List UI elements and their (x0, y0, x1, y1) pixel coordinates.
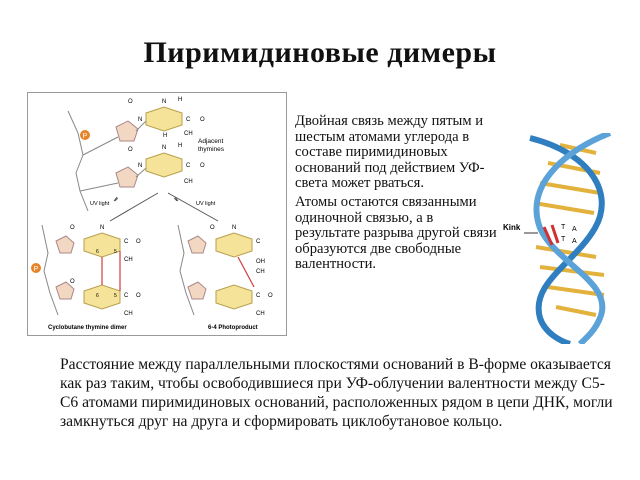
ring-number: 6 (96, 249, 99, 255)
phosphate-icon (31, 263, 41, 273)
atom-label: CH (124, 257, 133, 263)
atom-label: O (210, 225, 215, 231)
atom-label: C (256, 293, 261, 299)
atom-label: CH (184, 179, 193, 185)
helix-strand-1 (529, 135, 605, 347)
phosphate-icon (80, 130, 90, 140)
atom-label: O (200, 117, 205, 123)
atom-label: CH (256, 311, 265, 317)
atom-label: O (136, 293, 141, 299)
arrow-right-icon (167, 192, 219, 222)
photoproduct-bond (237, 256, 255, 288)
atom-label: O (268, 293, 273, 299)
adjacent-thymines-label: Adjacent (198, 138, 223, 145)
atom-label: O (128, 147, 133, 153)
base-label-a2: A (572, 238, 577, 245)
atom-label: C (124, 239, 129, 245)
sugar-icon (55, 281, 75, 300)
atom-label: O (128, 99, 133, 105)
bottom-paragraph: Расстояние между параллельными плоскостя… (60, 356, 613, 430)
thymine-ring (145, 106, 183, 132)
glycosidic-bond (135, 120, 147, 132)
sugar-icon (187, 281, 207, 300)
atom-label: OH (256, 259, 265, 265)
atom-label: N (138, 163, 142, 169)
atom-label: N (162, 145, 166, 151)
backbone-branch (82, 136, 119, 156)
side-paragraph-1: Двойная связь между пятым и шестым атома… (295, 113, 485, 192)
sugar-icon (187, 235, 207, 254)
atom-label: N (162, 99, 166, 105)
dna-helix-svg: Kink T A T A (503, 130, 612, 347)
dna-helix-figure: Kink T A T A (500, 130, 630, 347)
backbone-line-right (177, 224, 195, 316)
slide-title: Пиримидиновые димеры (143, 36, 497, 69)
atom-label: C (124, 293, 129, 299)
base-label-t2: T (561, 236, 566, 243)
backbone-branch (79, 182, 119, 192)
side-paragraph-2: Атомы остаются связанными одиночной связ… (295, 193, 497, 273)
base-label-a1: A (572, 226, 577, 233)
sugar-icon (115, 166, 139, 188)
backbone-line-top (67, 110, 89, 212)
thymine-ring (215, 232, 253, 258)
atom-label: O (200, 163, 205, 169)
sugar-icon (55, 235, 75, 254)
helix-strand-2 (533, 130, 612, 347)
side-explanation: Двойная связь между пятым и шестым атома… (295, 113, 500, 273)
atom-label: H (178, 97, 182, 103)
atom-label: O (136, 239, 141, 245)
cyclobutane-dimer-caption: Cyclobutane thymine dimer (48, 325, 127, 331)
dimer-diagram-svg: P O N N H C O CH H O N N H C O CH Adjace… (31, 97, 273, 331)
uv-light-label-right: UV light (196, 201, 216, 207)
backbone-line-left (41, 224, 59, 316)
atom-label: C (186, 117, 191, 123)
ring-number: 5 (114, 249, 117, 255)
bottom-explanation: Расстояние между параллельными плоскостя… (60, 355, 620, 431)
photoproduct-caption: 6-4 Photoproduct (208, 325, 258, 331)
ring-number: 5 (114, 293, 117, 299)
glycosidic-bond (135, 167, 147, 178)
atom-label: CH (256, 269, 265, 275)
atom-label: N (100, 225, 104, 231)
kink-label: Kink (503, 223, 521, 232)
sugar-icon (115, 120, 139, 142)
phosphate-label: P (83, 133, 88, 140)
thymine-ring (215, 284, 253, 310)
atom-label: CH (124, 311, 133, 317)
ring-number: 6 (96, 293, 99, 299)
kink-bond (542, 226, 554, 246)
kink-bond (550, 224, 560, 244)
atom-label: N (232, 225, 236, 231)
atom-label: H (178, 143, 182, 149)
atom-label: H (163, 133, 167, 139)
adjacent-thymines-label: thymines (198, 146, 225, 153)
uv-light-label-left: UV light (90, 201, 110, 207)
atom-label: O (70, 279, 75, 285)
atom-label: O (70, 225, 75, 231)
base-label-t1: T (561, 224, 566, 231)
uv-zigzag-icon (173, 196, 179, 202)
uv-zigzag-icon (113, 196, 119, 202)
atom-label: N (138, 117, 142, 123)
atom-label: C (186, 163, 191, 169)
thymine-ring (145, 152, 183, 178)
arrow-left-icon (109, 192, 159, 222)
phosphate-label: P (34, 266, 39, 273)
pyrimidine-dimer-diagram: P O N N H C O CH H O N N H C O CH Adjace… (27, 92, 287, 336)
base-pairs (533, 143, 605, 317)
atom-label: C (256, 239, 261, 245)
atom-label: CH (184, 131, 193, 137)
